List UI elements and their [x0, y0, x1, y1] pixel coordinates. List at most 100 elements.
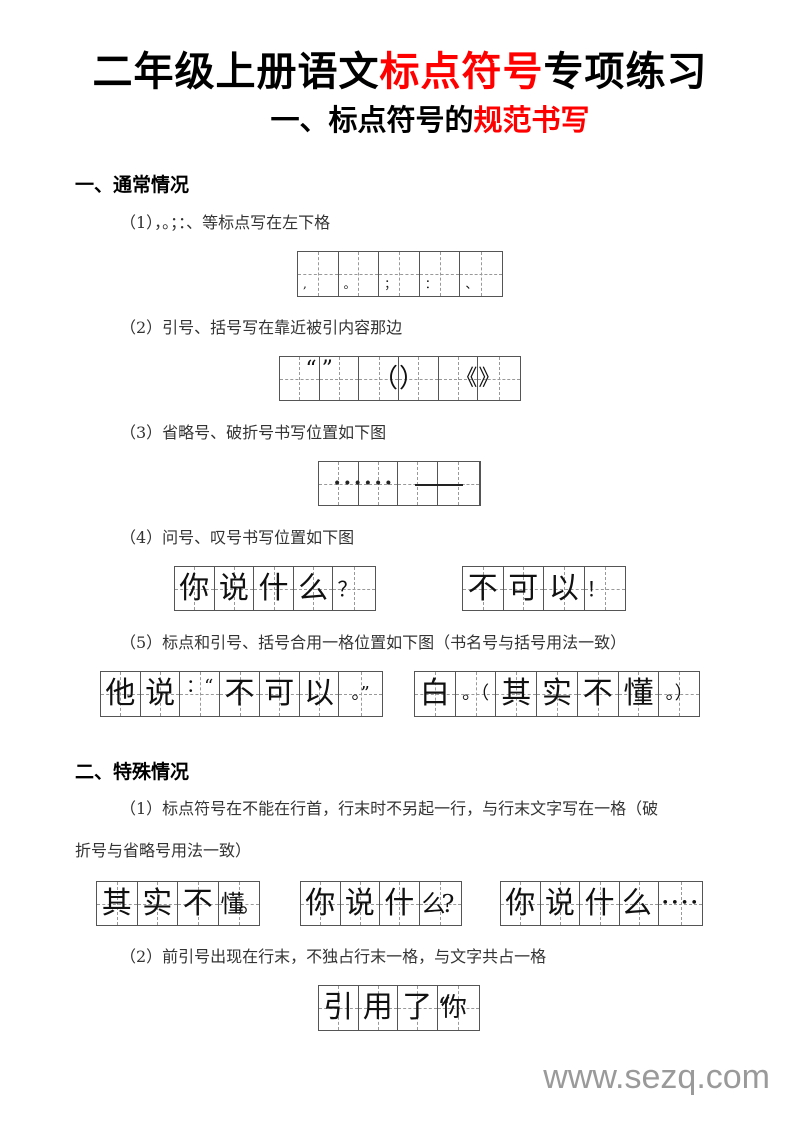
grid-cell: 不 — [463, 567, 504, 610]
grid-cell: 实 — [537, 672, 578, 716]
char: 什 — [384, 885, 415, 921]
grid-cell: （ — [359, 357, 400, 400]
ellipsis-dash-grid: •••••• — [318, 461, 481, 506]
close-quote-glyph: ” — [321, 357, 333, 382]
period-paren-glyph: 。（ — [462, 683, 490, 704]
comma-glyph: , — [303, 277, 307, 291]
watermark: www.sezq.com — [543, 1058, 770, 1096]
char: 不 — [182, 885, 213, 921]
grid-cell: 说 — [540, 882, 581, 925]
grid-cell: •••• — [659, 882, 702, 925]
item1-text: （1），。；：、等标点写在左下格 — [120, 213, 331, 232]
char: 不 — [467, 570, 498, 606]
grid-cell: 引 — [319, 986, 359, 1030]
item3-text: （3）省略号、破折号书写位置如下图 — [120, 423, 387, 442]
char: 不 — [224, 676, 255, 711]
char: 什 — [584, 885, 615, 921]
title-text: 二年级上册语文 — [92, 49, 380, 95]
char: 你 — [505, 885, 536, 921]
grid-cell: ！ — [584, 567, 626, 610]
grid-cell: 什 — [580, 882, 620, 925]
grid-cell: 。 — [338, 252, 380, 296]
char: 以 — [548, 570, 579, 606]
grid-cell: 么 — [619, 882, 660, 925]
char: 可 — [264, 676, 295, 711]
question-grid: 你 说 什 么 ？ — [174, 566, 376, 611]
char: 他 — [105, 676, 136, 711]
char: 说 — [218, 570, 249, 606]
grid-cell: ” — [319, 357, 360, 400]
section1-heading: 一、通常情况 — [75, 174, 190, 196]
period-paren-glyph: 。） — [665, 683, 693, 704]
char-with-question: 么? — [421, 889, 455, 918]
colon-quote-glyph: ：“ — [186, 676, 214, 697]
subtitle-text: 一、标点符号的 — [270, 103, 474, 137]
char: 什 — [258, 570, 289, 606]
punct-grid-1: , 。 ； ： 、 — [297, 251, 503, 297]
grid-cell — [319, 462, 359, 505]
char: 说 — [145, 676, 176, 711]
title-highlight: 标点符号 — [379, 49, 544, 95]
grid-cell: 》 — [478, 357, 520, 400]
grid-cell: 《 — [438, 357, 479, 400]
char: 懂 — [623, 676, 654, 711]
char: 你 — [179, 570, 210, 606]
grid-cell: ） — [399, 357, 439, 400]
char: 了 — [402, 990, 433, 1025]
grid-cell: , — [298, 252, 339, 296]
subtitle-highlight: 规范书写 — [473, 103, 590, 137]
grid-cell: 、 — [460, 252, 502, 296]
grid-cell: 你 — [175, 567, 215, 610]
grid-cell: 么? — [419, 882, 462, 925]
char-with-period: 懂。 — [220, 889, 263, 918]
grid-cell: 你 — [301, 882, 341, 925]
grid-cell: 其 — [496, 672, 538, 716]
char: 说 — [344, 885, 375, 921]
line-end-quote-grid: 引 用 了 “你 — [318, 985, 480, 1031]
item2-text: （2）引号、括号写在靠近被引内容那边 — [120, 318, 403, 337]
grid-cell: 你 — [501, 882, 541, 925]
close-paren-glyph: ） — [399, 363, 426, 394]
char: 实 — [142, 885, 173, 921]
grid-cell: 。） — [659, 672, 699, 716]
grid-cell: ？ — [333, 567, 375, 610]
open-book-title-glyph: 《 — [455, 365, 478, 391]
char: 你 — [305, 885, 336, 921]
char: 其 — [101, 885, 132, 921]
grid-cell: “你 — [437, 986, 480, 1030]
punct-grid-2: “ ” （ ） 《 》 — [279, 356, 521, 401]
close-book-title-glyph: 》 — [478, 365, 501, 391]
grid-cell: 可 — [503, 567, 544, 610]
combined-paren-grid: 白 。（ 其 实 不 懂 。） — [414, 671, 700, 717]
open-paren-glyph: （ — [372, 363, 399, 394]
page-title: 二年级上册语文标点符号专项练习 — [0, 44, 800, 100]
exclamation-glyph: ！ — [586, 576, 607, 601]
grid-cell: 什 — [254, 567, 294, 610]
page-subtitle: 一、标点符号的规范书写 — [0, 100, 800, 140]
char: 么 — [621, 885, 652, 921]
char: 不 — [582, 676, 613, 711]
section2-heading: 二、特殊情况 — [75, 761, 190, 783]
grid-cell: 了 — [398, 986, 438, 1030]
grid-cell: 说 — [214, 567, 255, 610]
grid-cell — [358, 462, 399, 505]
grid-cell: 以 — [544, 567, 585, 610]
ellipsis-glyph: •••• — [661, 896, 701, 911]
ellipsis-glyph: •••••• — [333, 475, 395, 492]
char: 其 — [501, 676, 532, 711]
quote-with-char: “你 — [437, 993, 467, 1023]
grid-cell: “ — [280, 357, 320, 400]
open-quote-glyph: “ — [305, 357, 317, 382]
line-end-question-grid: 你 说 什 么? — [300, 881, 462, 926]
char: 可 — [508, 570, 539, 606]
grid-cell: 懂。 — [218, 882, 263, 925]
grid-cell: ； — [379, 252, 420, 296]
item5-text: （5）标点和引号、括号合用一格位置如下图（书名号与括号用法一致） — [120, 633, 627, 652]
dash-glyph — [415, 483, 463, 486]
grid-cell: 么 — [293, 567, 334, 610]
grid-cell: 实 — [137, 882, 178, 925]
grid-cell: 。” — [339, 672, 382, 716]
period-quote-glyph: 。” — [351, 683, 370, 704]
grid-cell: 其 — [97, 882, 138, 925]
grid-cell: ：“ — [180, 672, 221, 716]
